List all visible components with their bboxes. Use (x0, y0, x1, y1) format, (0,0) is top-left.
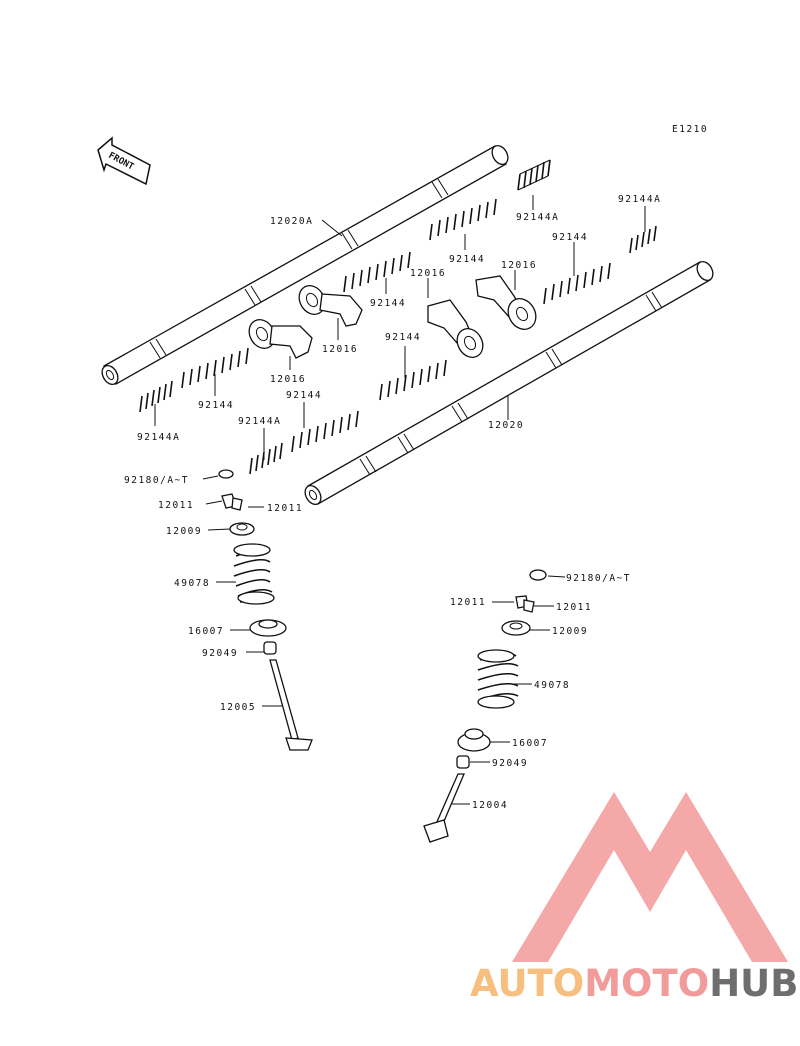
front-arrow-icon: FRONT (97, 136, 151, 186)
automotohub-logo-icon (512, 792, 788, 962)
label-shim-right: 92180/A~T (566, 573, 631, 584)
svg-text:AUTOMOTOHUB: AUTOMOTOHUB (470, 962, 798, 1005)
label-cotter-left-b: 12011 (267, 503, 303, 514)
label-valve-left: 12005 (220, 702, 256, 713)
label-spring-92144A-3: 92144A (137, 432, 180, 443)
label-arm-12016-4: 12016 (270, 374, 306, 385)
spring-92144-lower (291, 410, 359, 453)
rocker-arm-3 (427, 299, 484, 358)
spring-92144A-right (629, 225, 657, 254)
spring-92144-right (543, 262, 611, 305)
left-valve-assembly (218, 469, 313, 751)
spring-92144-center-low (379, 359, 447, 401)
label-spring-92144A-1: 92144A (516, 212, 559, 223)
label-seat-left: 16007 (188, 626, 224, 637)
label-valve-spring-left: 49078 (174, 578, 210, 589)
watermark-moto: MOTO (584, 962, 709, 1005)
label-spring-92144-1: 92144 (449, 254, 485, 265)
watermark-hub: HUB (709, 962, 798, 1005)
label-valve-spring-right: 49078 (534, 680, 570, 691)
label-spring-92144A-2: 92144A (618, 194, 661, 205)
spring-92144-top (429, 198, 497, 241)
label-spring-92144A-4: 92144A (238, 416, 281, 427)
rocker-shaft-upper (101, 145, 509, 385)
label-spring-92144-2: 92144 (552, 232, 588, 243)
label-spring-92144-3: 92144 (370, 298, 406, 309)
label-shaft-lower: 12020 (488, 420, 524, 431)
label-valve-right: 12004 (472, 800, 508, 811)
automotohub-watermark: AUTOMOTOHUB (470, 792, 798, 1005)
spring-92144A-lower (249, 442, 283, 475)
label-arm-12016-2: 12016 (410, 268, 446, 279)
label-spring-92144-6: 92144 (286, 390, 322, 401)
label-seat-right: 16007 (512, 738, 548, 749)
label-spring-92144-5: 92144 (198, 400, 234, 411)
label-cotter-right-a: 12011 (450, 597, 486, 608)
label-shim-left: 92180/A~T (124, 475, 189, 486)
watermark-auto: AUTO (470, 962, 584, 1005)
leader-lines (154, 195, 646, 805)
spring-92144-middle (343, 251, 411, 293)
label-shaft-upper: 12020A (270, 216, 313, 227)
label-retainer-right: 12009 (552, 626, 588, 637)
rocker-arm-1 (248, 319, 313, 359)
label-retainer-left: 12009 (166, 526, 202, 537)
rocker-shaft-lower (304, 261, 714, 505)
label-spring-92144-4: 92144 (385, 332, 421, 343)
rocker-arm-4 (475, 275, 537, 330)
label-arm-12016-1: 12016 (501, 260, 537, 271)
label-cotter-right-b: 12011 (556, 602, 592, 613)
spring-92144-left (181, 347, 249, 389)
label-seal-right: 92049 (492, 758, 528, 769)
rocker-arm-2 (298, 285, 363, 327)
spring-92144A-left (139, 380, 173, 413)
right-valve-assembly (423, 569, 547, 843)
label-seal-left: 92049 (202, 648, 238, 659)
label-cotter-left-a: 12011 (158, 500, 194, 511)
label-arm-12016-3: 12016 (322, 344, 358, 355)
spring-92144A-top (517, 159, 551, 191)
diagram-code: E1210 (672, 124, 708, 135)
